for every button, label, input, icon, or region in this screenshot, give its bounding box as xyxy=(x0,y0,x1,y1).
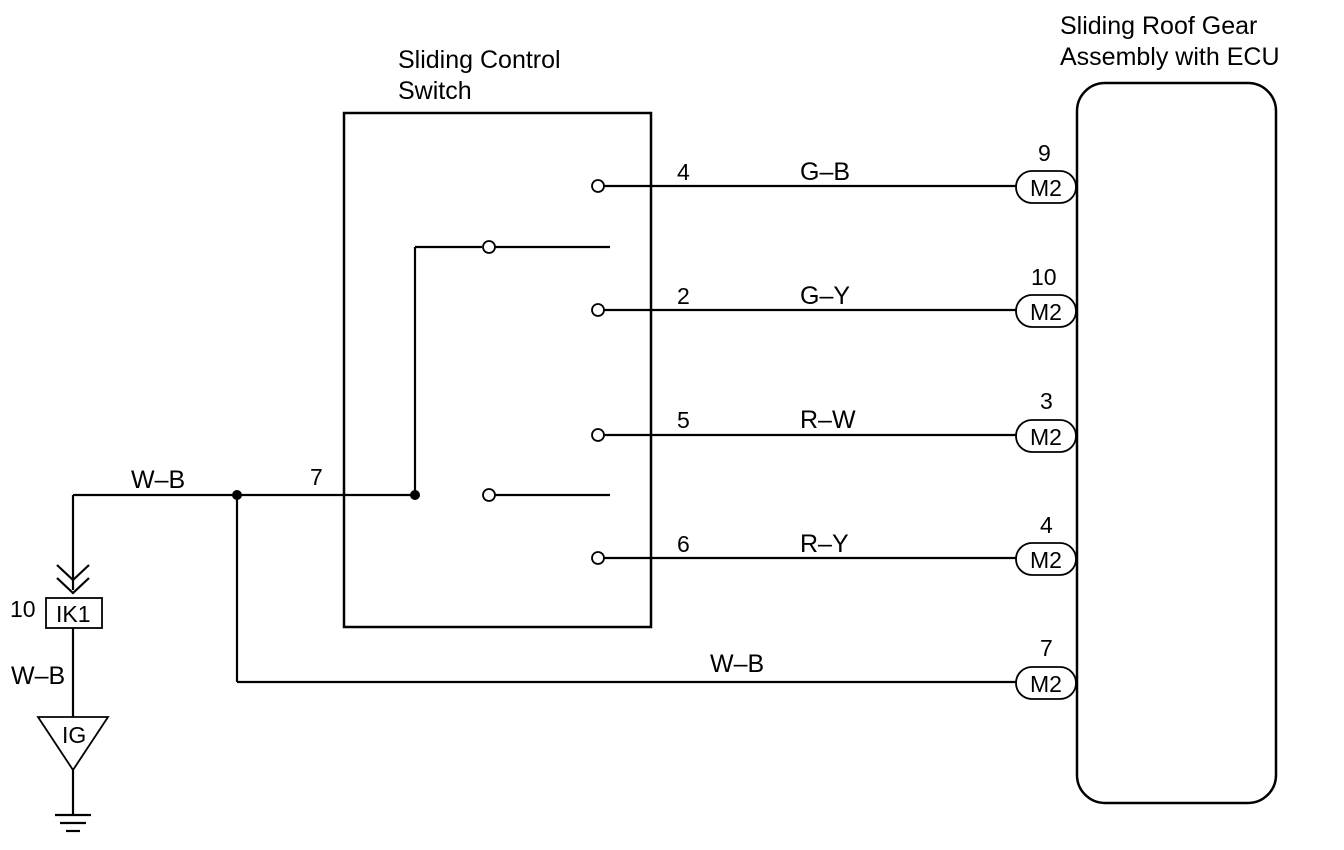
wire-color-label: W–B xyxy=(131,466,185,494)
switch-title-line2: Switch xyxy=(398,77,472,105)
wire-color-label: G–Y xyxy=(800,282,850,310)
switch-title-line1: Sliding Control xyxy=(398,46,561,74)
ground-icon xyxy=(55,813,91,833)
wire-row-3: 5 R–W 3 M2 xyxy=(591,388,1077,453)
wire-row-1: 4 G–B 9 M2 xyxy=(591,140,1077,204)
ecu-pin-label: 10 xyxy=(1031,264,1057,290)
wire-row-2: 2 G–Y 10 M2 xyxy=(591,264,1077,328)
junction-connector-label: IK1 xyxy=(56,601,91,627)
chevron-down-icon xyxy=(56,564,90,582)
connector-m2 xyxy=(1015,294,1077,328)
wire-color-label: W–B xyxy=(710,650,764,678)
ecu-box xyxy=(1075,81,1278,805)
switch-pin-label: 5 xyxy=(677,407,690,433)
movable-contact-lower xyxy=(482,488,496,502)
connector-m2 xyxy=(1015,666,1077,700)
wire-color-label: R–W xyxy=(800,406,856,434)
switch-pin-label: 6 xyxy=(677,531,690,557)
junction-pin-label: 10 xyxy=(10,596,36,622)
ecu-pin-label: 4 xyxy=(1040,512,1053,538)
ground-feed-wire: W–B 7 W–B 7 M2 xyxy=(73,464,1077,700)
switch-terminal-2 xyxy=(591,303,605,317)
ecu-pin-label: 3 xyxy=(1040,388,1053,414)
wire-color-label: W–B xyxy=(11,662,65,690)
ecu-pin-label: 7 xyxy=(1040,635,1053,661)
connector-m2 xyxy=(1015,419,1077,453)
switch-terminal-6 xyxy=(591,551,605,565)
chevron-down-icon xyxy=(56,577,90,595)
switch-pin-label: 4 xyxy=(677,159,690,185)
connector-m2 xyxy=(1015,170,1077,204)
ecu-title-line1: Sliding Roof Gear xyxy=(1060,12,1257,40)
movable-contact-upper xyxy=(482,240,496,254)
connector-label: M2 xyxy=(1030,671,1062,697)
switch-terminal-4 xyxy=(591,179,605,193)
connector-label: M2 xyxy=(1030,175,1062,201)
ecu-pin-label: 9 xyxy=(1038,140,1051,166)
internal-splice-point xyxy=(410,490,420,500)
sliding-control-switch-box xyxy=(342,111,653,629)
wire-color-label: R–Y xyxy=(800,530,849,558)
connector-label: M2 xyxy=(1030,547,1062,573)
ecu-title-line2: Assembly with ECU xyxy=(1060,43,1280,71)
switch-terminal-5 xyxy=(591,428,605,442)
ground-point-label: IG xyxy=(62,722,86,748)
switch-pin-label: 7 xyxy=(310,464,323,490)
switch-pin-label: 2 xyxy=(677,283,690,309)
wire-row-4: 6 R–Y 4 M2 xyxy=(591,512,1077,576)
switch-internal-contacts xyxy=(413,240,610,502)
connector-m2 xyxy=(1015,542,1077,576)
ground-point-triangle xyxy=(36,716,110,772)
connector-label: M2 xyxy=(1030,424,1062,450)
junction-and-ground: IK1 10 W–B IG xyxy=(10,495,110,833)
connector-label: M2 xyxy=(1030,299,1062,325)
wire-color-label: G–B xyxy=(800,158,850,186)
